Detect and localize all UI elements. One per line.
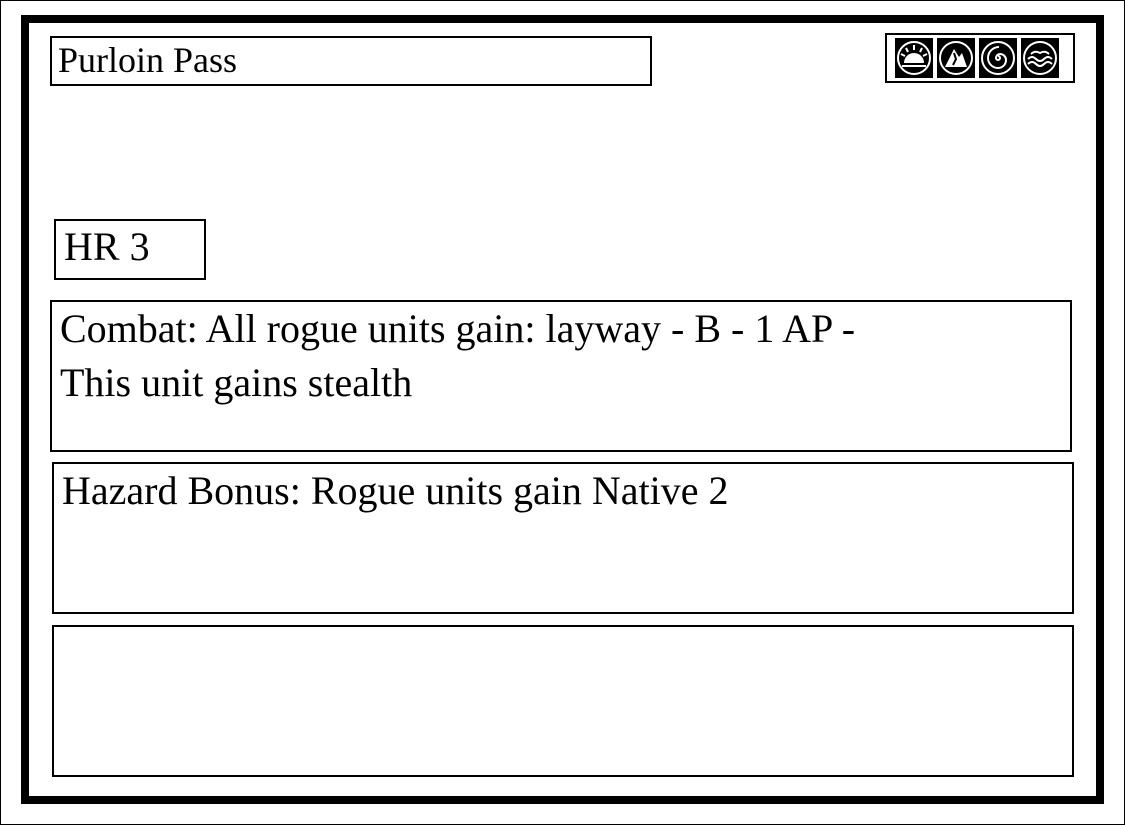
terrain-icons <box>885 33 1075 83</box>
hazard-rating-box: HR 3 <box>54 219 206 280</box>
combat-line-1: Combat: All rogue units gain: layway - B… <box>60 306 856 351</box>
combat-line-2: This unit gains stealth <box>60 360 413 405</box>
card-title-box: Purloin Pass <box>50 36 652 86</box>
hazard-bonus-text: Hazard Bonus: Rogue units gain Native 2 <box>62 468 729 513</box>
sun-icon <box>895 38 933 78</box>
combat-text-box: Combat: All rogue units gain: layway - B… <box>50 300 1072 452</box>
mountain-icon <box>937 38 975 78</box>
card-title: Purloin Pass <box>58 40 238 80</box>
waves-icon <box>1021 38 1059 78</box>
hazard-rating: HR 3 <box>64 224 150 269</box>
hazard-bonus-box: Hazard Bonus: Rogue units gain Native 2 <box>52 462 1074 614</box>
spiral-icon <box>979 38 1017 78</box>
bottom-text-box <box>52 625 1074 777</box>
